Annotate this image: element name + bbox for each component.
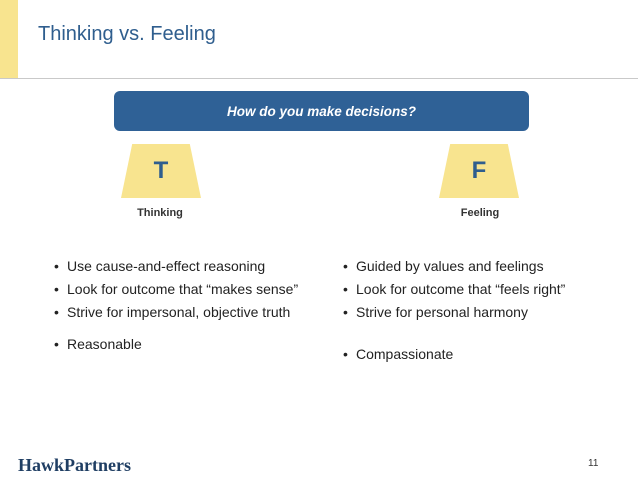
question-banner: How do you make decisions? (114, 91, 529, 131)
feeling-bullet: Guided by values and feelings (343, 258, 593, 274)
page-number: 11 (588, 458, 599, 469)
feeling-bullet-list: Guided by values and feelings Look for o… (343, 258, 593, 369)
company-logo: HawkPartners (18, 455, 131, 475)
thinking-bullet: Reasonable (54, 336, 304, 352)
feeling-bullet: Look for outcome that “feels right” (343, 281, 593, 297)
title-accent-bar (0, 0, 18, 78)
feeling-bullet: Compassionate (343, 346, 593, 362)
feeling-bullet: Strive for personal harmony (343, 304, 593, 320)
feeling-letter-badge: F (439, 144, 519, 198)
thinking-bullet: Look for outcome that “makes sense” (54, 281, 304, 297)
thinking-bullet: Use cause-and-effect reasoning (54, 258, 304, 274)
thinking-bullet: Strive for impersonal, objective truth (54, 304, 304, 320)
thinking-bullet-list: Use cause-and-effect reasoning Look for … (54, 258, 304, 359)
title-divider (0, 78, 638, 79)
thinking-label: Thinking (137, 207, 183, 219)
slide-title: Thinking vs. Feeling (38, 23, 216, 45)
thinking-letter-badge: T (121, 144, 201, 198)
feeling-label: Feeling (460, 207, 500, 219)
